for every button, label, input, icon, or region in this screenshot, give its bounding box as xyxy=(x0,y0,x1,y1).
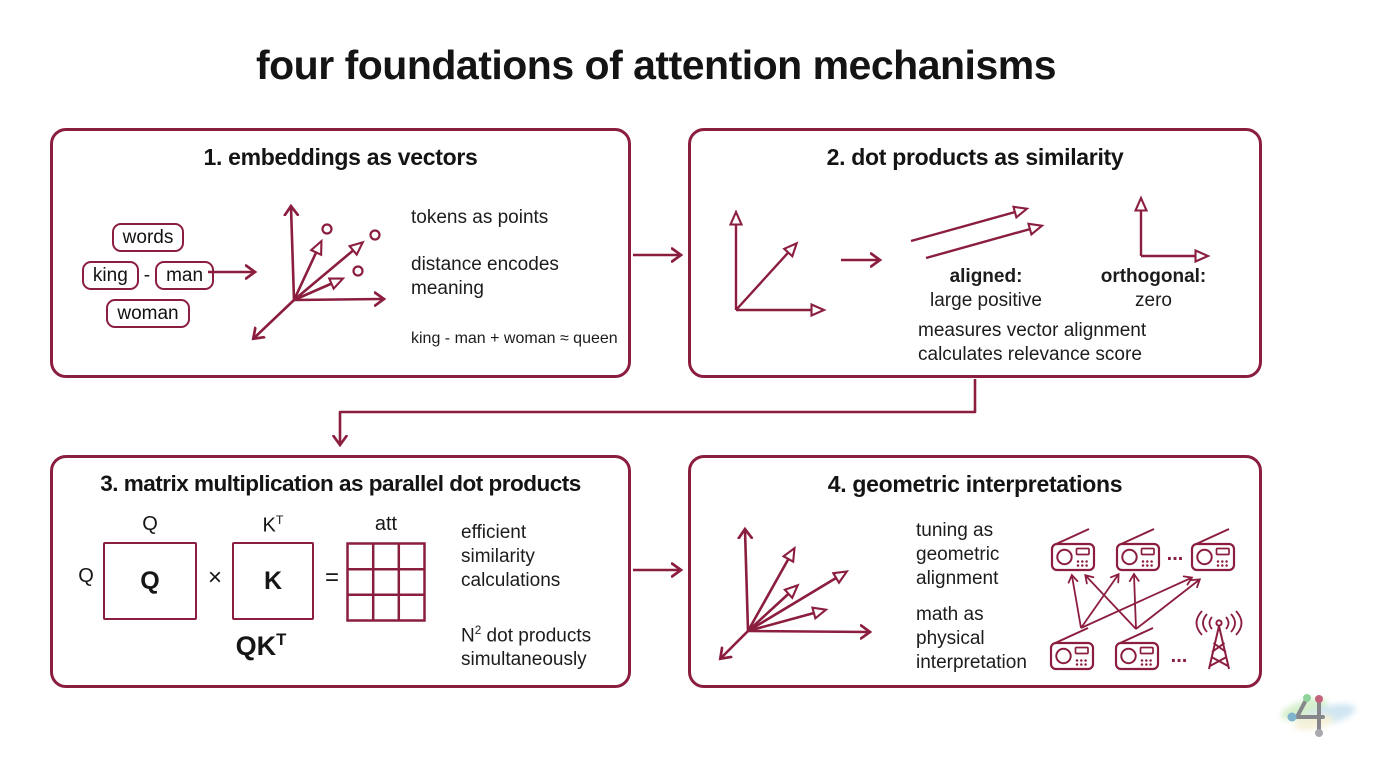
panel4-text2: math as physical interpretation xyxy=(916,604,1027,673)
ellipsis-top: ... xyxy=(1167,543,1184,565)
n-base: N xyxy=(461,625,475,647)
radio-icon xyxy=(1049,626,1095,671)
aligned-sub: large positive xyxy=(930,290,1042,311)
orthogonal-label: orthogonal: zero xyxy=(1086,265,1221,313)
matrix-q-letter: Q xyxy=(140,566,160,595)
matrix-label-att: att xyxy=(374,513,398,535)
qkt-sup: T xyxy=(276,630,287,649)
panel2-notes: measures vector alignment calculates rel… xyxy=(918,319,1238,367)
panel2-heading: 2. dot products as similarity xyxy=(826,144,1124,170)
parallel-arrows-icon xyxy=(910,196,1056,260)
panel-embeddings: 1. embeddings as vectors words king - ma… xyxy=(50,128,631,378)
arrow-right-icon xyxy=(841,251,887,269)
chip-king: king xyxy=(81,261,139,290)
radios-broadcast-icon: ... ... xyxy=(1049,527,1243,671)
panel4-heading: 4. geometric interpretations xyxy=(827,471,1123,497)
matrix-q-box: Q xyxy=(103,542,197,620)
orthogonal-title: orthogonal: xyxy=(1100,266,1207,287)
minus-sign: - xyxy=(143,264,151,286)
matrix-label-q: Q xyxy=(142,513,158,535)
panel-geometric-interpretations: 4. geometric interpretations tuning as g… xyxy=(688,455,1262,688)
n-rest: dot products simultaneously xyxy=(461,625,592,671)
elbow-connector-panel2-to-panel3 xyxy=(340,379,977,444)
orthogonal-arrows-icon xyxy=(1131,188,1226,268)
kt-sup: T xyxy=(275,513,284,527)
matrix-side-q: Q xyxy=(78,565,94,587)
radio-icon xyxy=(1050,527,1096,572)
panel1-text2: distance encodes meaning xyxy=(411,254,559,299)
chip-row-king-man: king - man xyxy=(81,261,215,290)
panel1-heading: 1. embeddings as vectors xyxy=(203,144,478,170)
qkt-base: QK xyxy=(235,631,277,661)
chip-man: man xyxy=(155,261,215,290)
ellipsis-bottom: ... xyxy=(1171,645,1188,667)
logo xyxy=(1281,694,1356,737)
aligned-title: aligned: xyxy=(949,266,1023,287)
matrix-k-box: K xyxy=(232,542,314,620)
chip-woman: woman xyxy=(106,299,190,328)
panel-matrix-multiplication: 3. matrix multiplication as parallel dot… xyxy=(50,455,631,688)
page-title: four foundations of attention mechanisms xyxy=(255,42,1057,88)
panel2-note1: measures vector alignment xyxy=(918,320,1147,341)
attention-matrix-grid-icon xyxy=(346,542,426,622)
radio-icon xyxy=(1115,527,1161,572)
embedding-axes-icon xyxy=(223,189,403,359)
orthogonal-sub: zero xyxy=(1135,290,1172,311)
kt-base: K xyxy=(262,514,276,537)
panel3-text2: N2 dot products simultaneously xyxy=(461,619,623,672)
arrow-right-icon xyxy=(208,263,264,281)
panel1-text1: tokens as points xyxy=(411,207,549,228)
equals-sign: = xyxy=(325,564,340,591)
chip-words: words xyxy=(111,223,185,252)
panel3-heading: 3. matrix multiplication as parallel dot… xyxy=(100,471,581,496)
vector-axes-icon xyxy=(706,181,841,331)
broadcast-tower-icon xyxy=(1195,610,1243,670)
aligned-label: aligned: large positive xyxy=(921,265,1051,313)
matrix-k-letter: K xyxy=(263,566,283,595)
radio-icon xyxy=(1190,527,1236,572)
panel-dot-products: 2. dot products as similarity aligned: l… xyxy=(688,128,1262,378)
qkt-formula: QKT xyxy=(236,630,287,662)
radio-icon xyxy=(1114,626,1160,671)
panel2-note2: calculates relevance score xyxy=(918,344,1142,365)
panel3-text1: efficient similarity calculations xyxy=(461,522,561,591)
panel4-text1: tuning as geometric alignment xyxy=(916,520,1000,589)
matrix-label-kt: KT xyxy=(263,513,284,538)
times-sign: × xyxy=(208,564,223,591)
panel1-text3: king - man + woman ≈ queen xyxy=(411,330,618,347)
vector-fan-icon xyxy=(701,506,901,696)
n-sup: 2 xyxy=(474,624,482,637)
word-chips: words king - man woman xyxy=(73,223,223,328)
